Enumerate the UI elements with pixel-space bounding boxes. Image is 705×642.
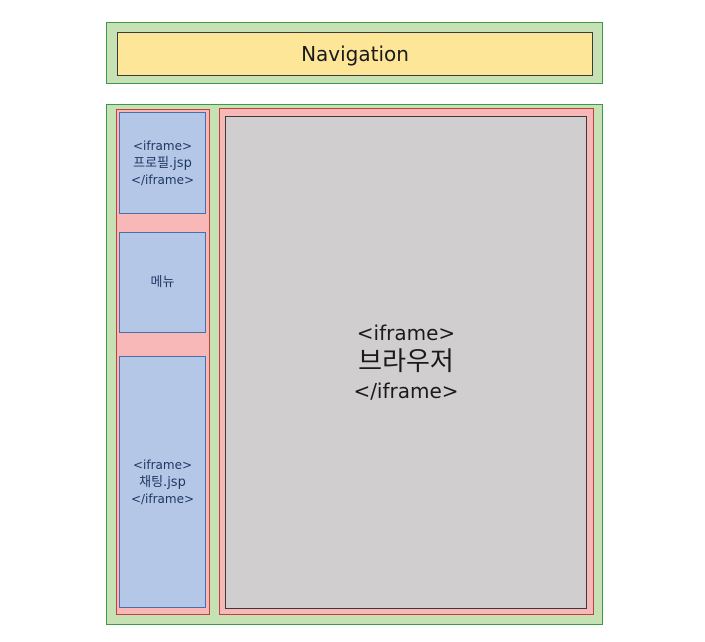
profile-file-label: 프로필.jsp [133,155,192,171]
browser-open-tag: <iframe> [356,321,456,345]
chat-file-label: 채팅.jsp [139,474,186,490]
chat-close-tag: </iframe> [130,491,195,506]
chat-open-tag: <iframe> [132,457,193,472]
chat-iframe-box: <iframe> 채팅.jsp </iframe> [119,356,206,608]
profile-iframe-box: <iframe> 프로필.jsp </iframe> [119,112,206,214]
profile-open-tag: <iframe> [132,138,193,153]
menu-label: 메뉴 [150,275,175,290]
browser-iframe-box: <iframe> 브라우저 </iframe> [225,116,587,609]
browser-label: 브라우저 [358,347,454,377]
navigation-box: Navigation [117,32,593,76]
menu-box: 메뉴 [119,232,206,333]
profile-close-tag: </iframe> [130,172,195,187]
navigation-label: Navigation [301,42,409,66]
browser-close-tag: </iframe> [353,379,459,403]
